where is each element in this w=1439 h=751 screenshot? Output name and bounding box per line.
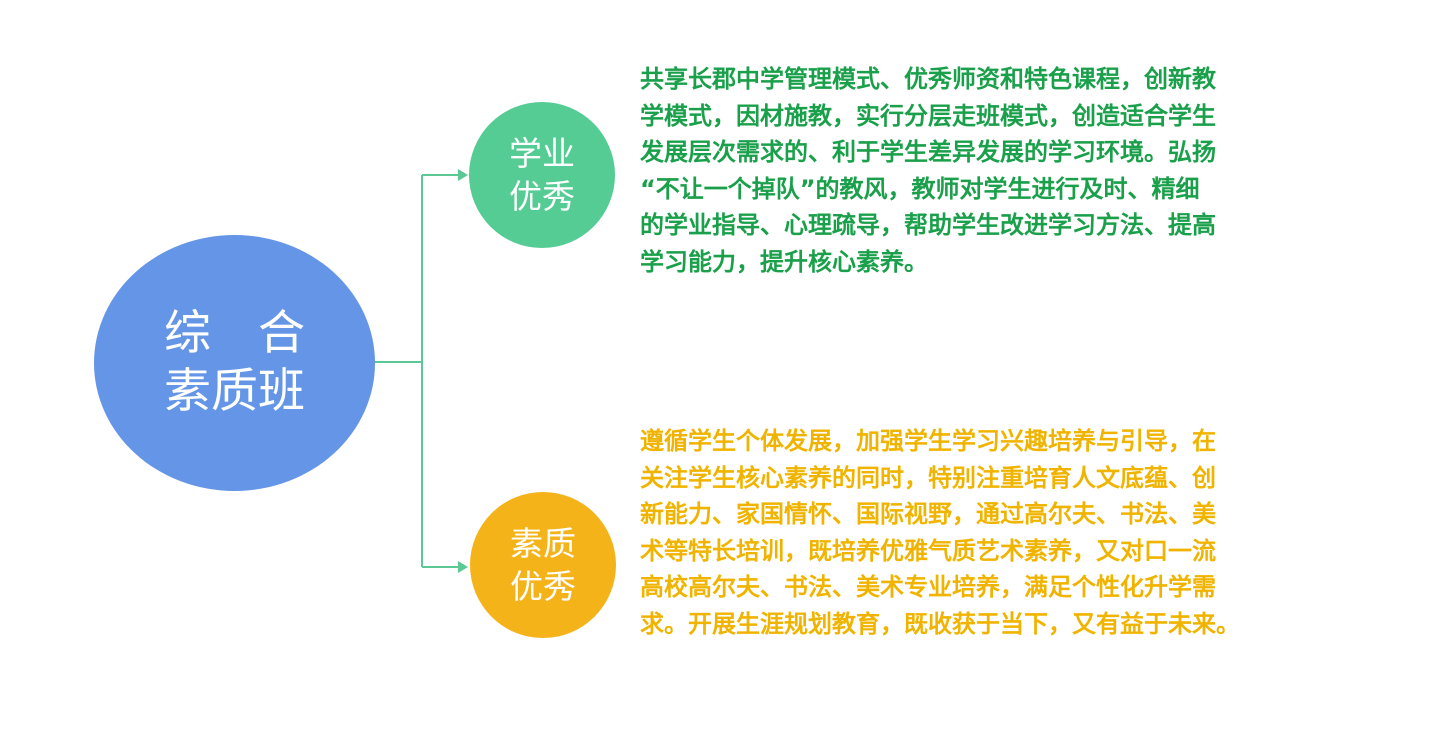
academic-description-line: 学习能力，提升核心素养。	[640, 247, 928, 276]
branch-node-quality: 素质 优秀	[470, 492, 616, 638]
quality-label-line-1: 素质	[510, 524, 576, 563]
quality-description-line: 关注学生核心素养的同时，特别注重培育人文底蕴、创	[640, 463, 1216, 492]
academic-label-line-1: 学业	[509, 134, 575, 173]
arrowhead-academic	[458, 169, 468, 181]
quality-description-line: 术等特长培训，既培养优雅气质艺术素养，又对口一流	[640, 536, 1216, 565]
root-node-comprehensive-class: 综 合 素质班	[94, 235, 375, 491]
quality-description-line: 遵循学生个体发展，加强学生学习兴趣培养与引导，在	[640, 427, 1216, 455]
academic-description: 共享长郡中学管理模式、优秀师资和特色课程，创新教 学模式，因材施教，实行分层走班…	[640, 61, 1305, 280]
quality-description-line: 高校高尔夫、书法、美术专业培养，满足个性化升学需	[640, 573, 1216, 601]
academic-description-line: 的学业指导、心理疏导，帮助学生改进学习方法、提高	[640, 211, 1216, 239]
academic-description-line: 发展层次需求的、利于学生差异发展的学习环境。弘扬	[640, 138, 1216, 166]
quality-label-line-2: 优秀	[510, 567, 576, 606]
quality-description: 遵循学生个体发展，加强学生学习兴趣培养与引导，在 关注学生核心素养的同时，特别注…	[640, 423, 1305, 642]
arrowhead-quality	[458, 561, 468, 573]
quality-description-line: 新能力、家国情怀、国际视野，通过高尔夫、书法、美	[640, 500, 1216, 528]
academic-description-line: “不让一个掉队”的教风，教师对学生进行及时、精细	[640, 174, 1200, 203]
branch-node-academic: 学业 优秀	[469, 102, 615, 248]
root-label-line-2: 素质班	[164, 364, 305, 419]
academic-description-line: 共享长郡中学管理模式、优秀师资和特色课程，创新教	[640, 65, 1216, 93]
root-label-line-1: 综 合	[164, 306, 305, 361]
academic-description-line: 学模式，因材施教，实行分层走班模式，创造适合学生	[640, 101, 1216, 130]
quality-description-line: 求。开展生涯规划教育，既收获于当下，又有益于未来。	[640, 609, 1240, 638]
academic-label-line-2: 优秀	[509, 177, 575, 216]
